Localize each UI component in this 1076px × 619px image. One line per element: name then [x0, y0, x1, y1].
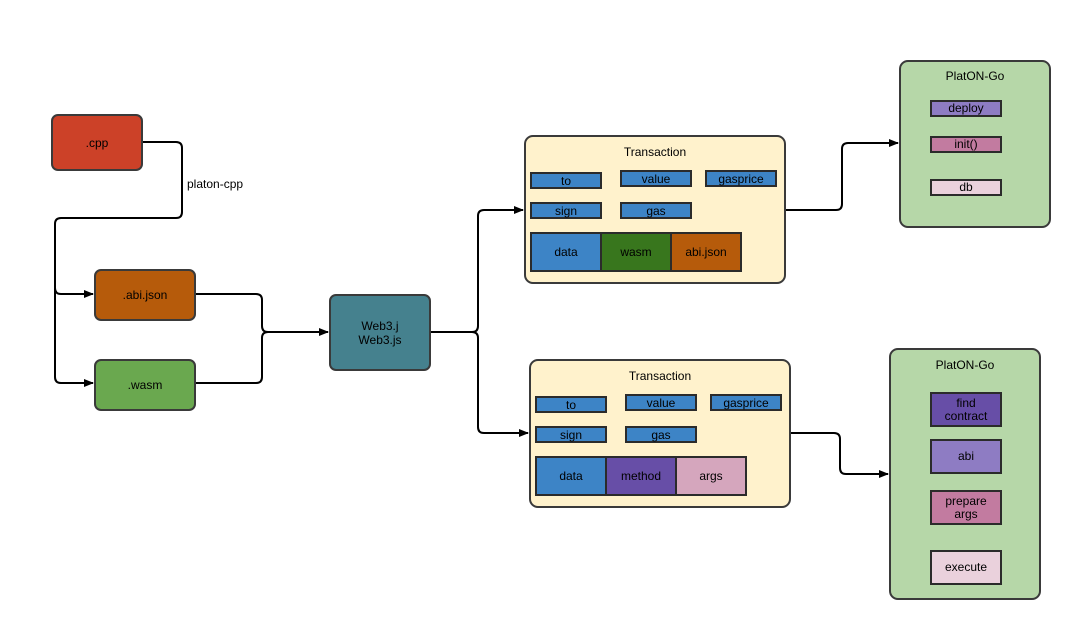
cpp-node-label: .cpp	[85, 135, 109, 150]
wasm-node[interactable]: .wasm	[94, 359, 196, 411]
platon-cpp-label: platon-cpp	[187, 177, 244, 191]
call-transaction[interactable]: Transaction to value gasprice sign gas d…	[529, 359, 791, 508]
call-tx-field-sign: sign	[535, 426, 607, 443]
edge-cpp-to-wasm	[54, 280, 94, 387]
edge-call-tx-to-platon	[790, 432, 889, 478]
platon-go-call-title: PlatON-Go	[935, 358, 995, 372]
wasm-node-label: .wasm	[127, 378, 163, 392]
deploy-tx-abi-json-cell: abi.json	[670, 232, 742, 272]
abi-json-node[interactable]: .abi.json	[94, 269, 196, 321]
call-tx-args-cell: args	[675, 456, 747, 496]
deploy-tx-field-gasprice: gasprice	[705, 170, 777, 187]
step-execute: execute	[930, 550, 1002, 585]
deploy-transaction[interactable]: Transaction to value gasprice sign gas d…	[524, 135, 786, 284]
deploy-tx-field-to: to	[530, 172, 602, 189]
deploy-tx-field-gas: gas	[620, 202, 692, 219]
platon-go-deploy[interactable]: PlatON-Go deploy init() db	[899, 60, 1051, 228]
abi-json-node-label: .abi.json	[122, 288, 168, 302]
deploy-tx-data-cell: data	[530, 232, 602, 272]
call-tx-field-to: to	[535, 396, 607, 413]
platon-go-deploy-title: PlatON-Go	[945, 69, 1005, 83]
call-transaction-title: Transaction	[628, 369, 692, 383]
platon-go-call[interactable]: PlatON-Go find contract abi prepare args…	[889, 348, 1041, 600]
deploy-tx-wasm-cell: wasm	[600, 232, 672, 272]
edge-deploy-tx-to-platon	[786, 139, 899, 211]
call-tx-method-cell: method	[605, 456, 677, 496]
step-init: init()	[930, 136, 1002, 153]
deploy-tx-field-value: value	[620, 170, 692, 187]
call-tx-field-gas: gas	[625, 426, 697, 443]
step-deploy: deploy	[930, 100, 1002, 117]
edge-web3-to-call-tx	[430, 331, 529, 437]
deploy-tx-field-sign: sign	[530, 202, 602, 219]
edge-wasm-to-web3	[195, 331, 269, 384]
step-abi: abi	[930, 439, 1002, 474]
deploy-transaction-title: Transaction	[623, 145, 687, 159]
web3-node-label: Web3.j Web3.js	[358, 318, 402, 347]
edge-abi-json-to-web3	[195, 293, 329, 336]
call-tx-field-gasprice: gasprice	[710, 394, 782, 411]
edge-web3-to-deploy-tx	[430, 206, 524, 333]
step-prepare-args: prepare args	[930, 490, 1002, 525]
call-tx-field-value: value	[625, 394, 697, 411]
call-tx-data-cell: data	[535, 456, 607, 496]
step-db: db	[930, 179, 1002, 196]
cpp-node[interactable]: .cpp	[51, 114, 143, 171]
web3-node[interactable]: Web3.j Web3.js	[329, 294, 431, 371]
step-find-contract: find contract	[930, 392, 1002, 427]
